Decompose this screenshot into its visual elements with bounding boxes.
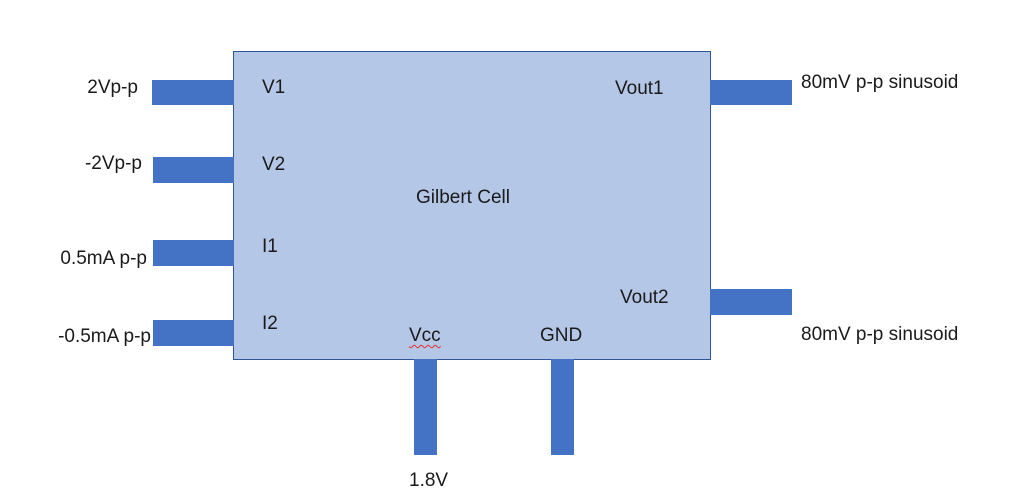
pin-label-gnd: GND [540, 325, 583, 346]
signal-v2: -2Vp-p [84, 153, 142, 174]
pin-label-i2: I2 [262, 313, 278, 334]
signal-vout2: 80mV p-p sinusoid [801, 324, 959, 345]
pin-label-vout1: Vout1 [615, 78, 664, 99]
gilbert-cell-block [233, 51, 711, 360]
pin-i2 [153, 320, 234, 346]
pin-label-vout2: Vout2 [620, 287, 669, 308]
pin-v2 [153, 157, 234, 183]
pin-label-i1: I1 [262, 236, 278, 257]
signal-v1: 2Vp-p [87, 77, 138, 98]
signal-i2: -0.5mA p-p [58, 326, 151, 347]
signal-vout1: 80mV p-p sinusoid [801, 72, 959, 93]
signal-i1: 0.5mA p-p [60, 248, 147, 269]
pin-label-v2: V2 [262, 154, 286, 175]
pin-label-vcc: Vcc [409, 325, 441, 346]
block-title: Gilbert Cell [416, 187, 510, 208]
pin-vout1 [710, 80, 792, 105]
pin-label-v1: V1 [262, 77, 286, 98]
pin-i1 [153, 240, 234, 266]
pin-v1 [152, 80, 234, 105]
pin-vout2 [710, 289, 792, 315]
signal-vcc: 1.8V [409, 470, 449, 491]
pin-vcc [414, 359, 437, 455]
pin-gnd [551, 359, 574, 455]
